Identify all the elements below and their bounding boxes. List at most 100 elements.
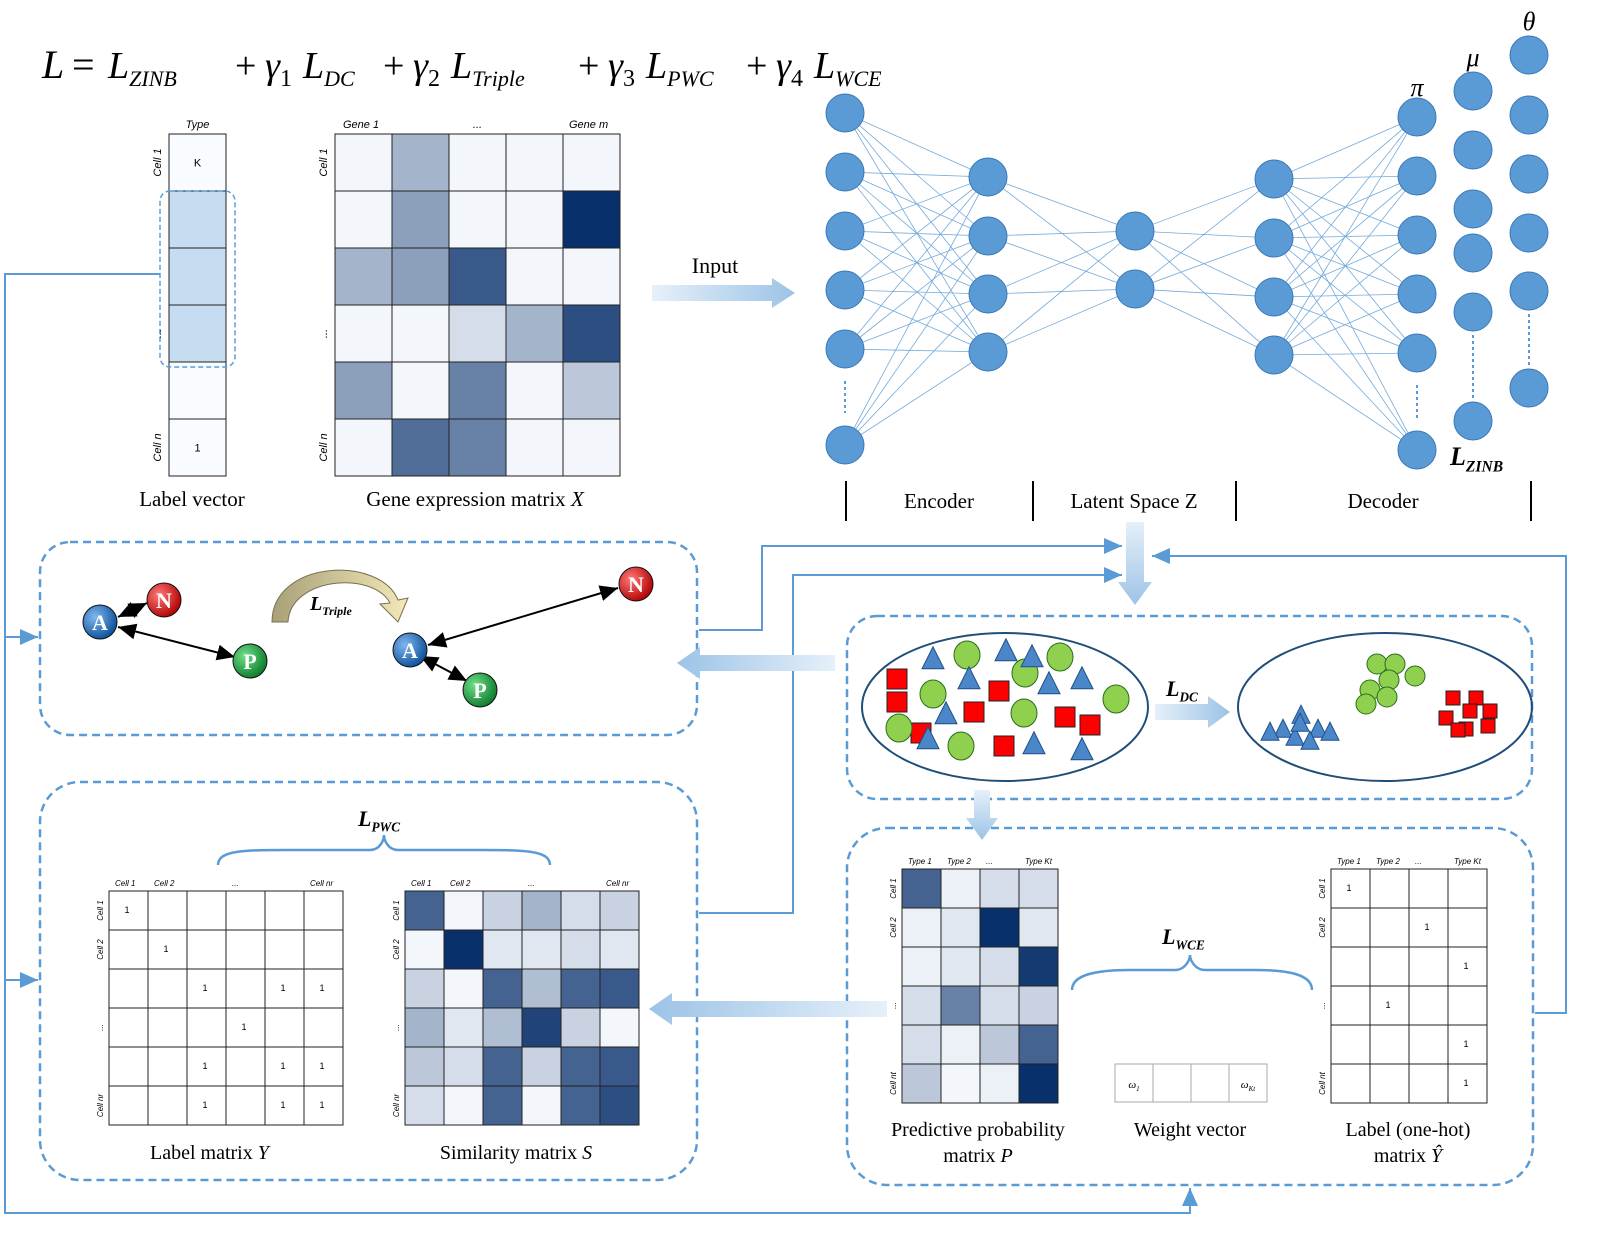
prob-matrix-cell <box>901 1063 942 1104</box>
wce-loss-box <box>845 826 1535 1187</box>
gene-matrix-cell <box>505 361 564 420</box>
label-vector-selection <box>159 190 236 368</box>
label-matrix-value: 1 <box>280 983 285 993</box>
label-matrix-cell <box>225 968 266 1009</box>
label-matrix-value: 1 <box>280 1100 285 1110</box>
anchor-ball-left-label: A <box>92 610 108 635</box>
prob-matrix-row-label: Cell 2 <box>889 917 898 938</box>
label-vector-row-label: Cell n <box>152 433 164 461</box>
red-square <box>886 668 908 690</box>
gene-matrix-cell <box>505 247 564 306</box>
network-edge <box>844 176 989 350</box>
network-node <box>1397 97 1437 137</box>
network-edge <box>844 348 989 353</box>
label-matrix-value: 1 <box>319 1100 324 1110</box>
blue-triangle-cluster <box>1320 721 1340 741</box>
similarity-matrix-cell <box>560 890 601 931</box>
mu-node <box>1453 292 1493 332</box>
network-edge <box>1273 116 1418 180</box>
dc-loss-label: LDC <box>1165 676 1198 705</box>
label-matrix-cell <box>264 890 305 931</box>
negative-ball-right <box>618 566 654 602</box>
network-edge <box>1134 178 1275 290</box>
network-node <box>1254 335 1294 375</box>
network-edge <box>844 230 989 353</box>
similarity-matrix-cell <box>599 1046 640 1087</box>
similarity-matrix-col-label: Cell nr <box>606 879 629 888</box>
label-matrix-cell <box>303 1007 344 1048</box>
prob-matrix-cell <box>940 1024 981 1065</box>
network-edge <box>844 293 989 446</box>
gene-matrix-cell <box>562 304 621 363</box>
network-node <box>968 332 1008 372</box>
prob-matrix-cell <box>1018 985 1059 1026</box>
mixed-cluster-ellipse <box>861 632 1149 782</box>
network-edge <box>987 230 1136 237</box>
similarity-matrix-cell <box>560 968 601 1009</box>
blue-triangle <box>957 665 981 690</box>
gene-matrix-cell <box>391 190 450 249</box>
positive-ball-right <box>462 672 498 708</box>
prob-matrix-cell <box>901 946 942 987</box>
onehot-matrix-cell <box>1447 868 1488 909</box>
gene-matrix-cell <box>562 190 621 249</box>
theta-node <box>1509 271 1549 311</box>
network-edge <box>987 230 1136 353</box>
network-edge <box>844 176 989 291</box>
gene-matrix-cell <box>334 247 393 306</box>
similarity-matrix-row-label: Cell 1 <box>392 900 401 920</box>
label-matrix-cell <box>147 1085 188 1126</box>
onehot-matrix-cell <box>1369 868 1410 909</box>
triplet-an-edge-left <box>117 601 148 619</box>
label-matrix-cell <box>303 890 344 931</box>
blue-triangle-cluster <box>1308 718 1328 738</box>
network-node <box>1397 274 1437 314</box>
onehot-matrix-value: 1 <box>1424 922 1429 932</box>
label-matrix-cell <box>186 1007 227 1048</box>
similarity-matrix-cell <box>404 1085 445 1126</box>
green-circle <box>885 713 913 743</box>
theta-node <box>1509 213 1549 253</box>
similarity-matrix-cell <box>404 890 445 931</box>
theta-node <box>1509 95 1549 135</box>
label-matrix-cell <box>108 968 149 1009</box>
network-edge <box>987 176 1136 232</box>
network-node <box>1397 156 1437 196</box>
onehot-matrix-row-label: Cell nt <box>1318 1071 1327 1094</box>
label-matrix-value: 1 <box>319 983 324 993</box>
onehot-matrix-col-label: ... <box>1415 857 1422 866</box>
label-matrix-cell <box>225 1046 266 1087</box>
network-edge <box>1273 178 1418 451</box>
onehot-matrix-cell <box>1369 1024 1410 1065</box>
red-square-cluster <box>1438 710 1454 726</box>
similarity-matrix-cell <box>404 929 445 970</box>
onehot-matrix-cell <box>1408 1024 1449 1065</box>
network-edge <box>1134 178 1275 232</box>
prob-matrix-row-label: Cell nt <box>889 1071 898 1094</box>
gene-matrix-row-label: Cell 1 <box>318 148 330 176</box>
gene-matrix-cell <box>562 361 621 420</box>
red-square-cluster <box>1450 722 1466 738</box>
red-square <box>988 680 1010 702</box>
network-edge <box>987 230 1136 295</box>
network-node <box>1254 218 1294 258</box>
similarity-matrix-cell <box>482 929 523 970</box>
label-matrix-cell <box>186 1046 227 1087</box>
onehot-matrix-cell <box>1447 946 1488 987</box>
wce-brace <box>1070 954 1314 991</box>
prob-matrix-cell <box>979 985 1020 1026</box>
network-edge <box>844 351 989 446</box>
flow-arrows <box>649 522 1230 1025</box>
separated-cluster-ellipse <box>1237 632 1533 782</box>
prob-matrix-cell <box>940 985 981 1026</box>
prob-matrix-col-label: Type 1 <box>908 857 932 866</box>
network-edge <box>1273 296 1418 354</box>
gene-matrix-cell <box>448 247 507 306</box>
similarity-matrix-cell <box>443 929 484 970</box>
network-edge <box>844 171 989 353</box>
network-node <box>825 93 865 133</box>
